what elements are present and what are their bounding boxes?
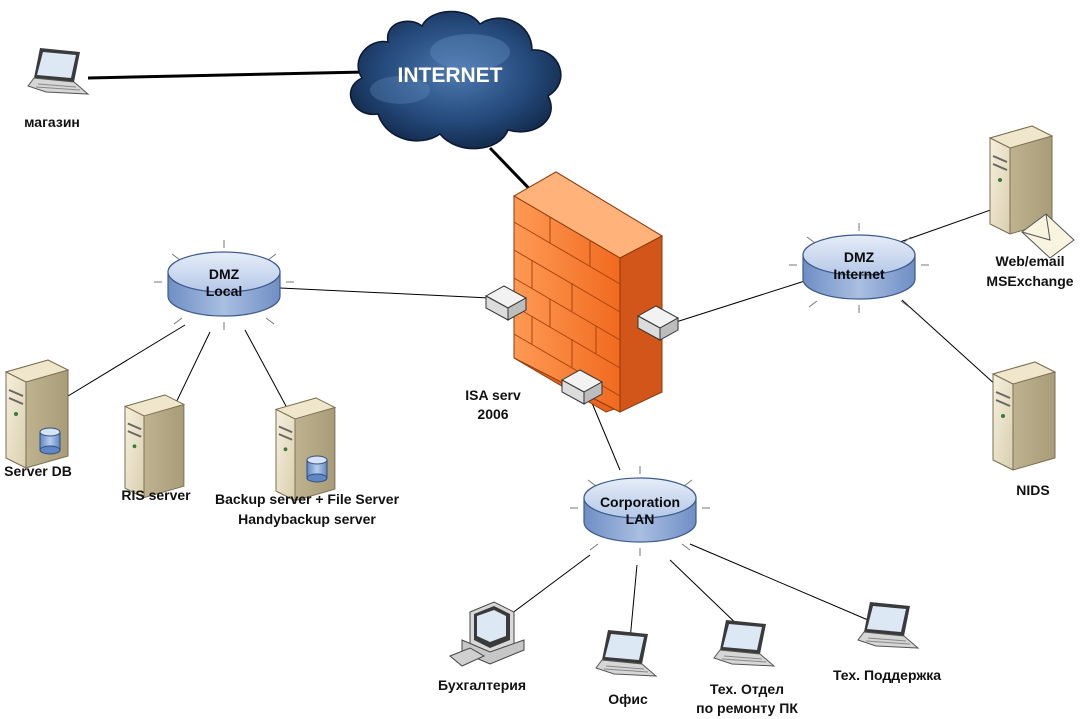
device-shop: магазин [24,47,89,130]
hub-label-line2: Internet [833,266,885,282]
links [44,70,1031,641]
internet-cloud: INTERNET [349,10,562,150]
firewall-port-right [636,305,680,341]
device-label: NIDS [1016,482,1049,498]
device-label: Тех. Поддержка [833,667,941,683]
hub-label-line2: Local [206,283,243,299]
firewall-label-line2: 2006 [477,406,508,422]
hub-label-line2: LAN [626,511,655,527]
device-label-line2: по ремонту ПК [696,700,798,716]
link-corplan-techdept [669,559,746,633]
server-icon [124,394,185,499]
hub-label-line1: Corporation [600,494,680,510]
mail-server-icon [989,125,1075,259]
laptop-icon [27,47,89,95]
device-label-line1: Web/email [996,253,1065,269]
hub-icon [154,240,294,330]
database-server-icon [5,359,69,469]
link-corplan-accounting [502,554,591,621]
link-shop-internet [87,70,366,80]
laptop-icon [713,619,775,667]
link-corplan-support [689,543,869,621]
envelope-icon [1021,213,1075,259]
link-dmzlocal-firewall [279,287,491,299]
device-label: магазин [24,114,80,130]
link-firewall-corplan [591,402,621,471]
server-icon [992,361,1056,471]
database-server-icon [275,397,336,502]
firewall: ISA serv 2006 [465,171,680,422]
internet-label: INTERNET [398,64,503,87]
device-tech-support: Тех. Поддержка [833,601,941,683]
device-label: Server DB [4,463,72,479]
device-label-line2: MSExchange [986,273,1073,289]
hub-icon [570,466,710,556]
link-firewall-dmzinternet [675,279,809,323]
device-label: Бухгалтерия [438,677,526,693]
hub-label-line1: DMZ [209,266,240,282]
device-nids: NIDS [992,361,1056,498]
hub-corp-lan: Corporation LAN [570,466,710,556]
device-label: Офис [608,691,648,707]
cloud-icon [349,10,562,150]
firewall-port-bottom [560,369,604,405]
firewall-label-line1: ISA serv [465,387,521,403]
link-corplan-office [629,564,638,641]
device-accounting: Бухгалтерия [438,601,526,693]
hub-dmz-internet: DMZ Internet [789,223,929,313]
device-office: Офис [595,629,657,707]
laptop-icon [595,629,657,677]
device-tech-dept: Тех. Отдел по ремонту ПК [696,619,798,716]
device-label: RIS server [121,487,191,503]
device-ris-server: RIS server [121,394,191,503]
hub-icon [789,223,929,313]
device-server-db: Server DB [4,359,72,479]
firewall-port-left [484,285,528,321]
desktop-pc-icon [449,601,525,667]
device-label-line1: Backup server + File Server [215,491,400,507]
laptop-icon [857,601,919,649]
hub-dmz-local: DMZ Local [154,240,294,330]
device-label-line2: Handybackup server [238,511,376,527]
device-web-email: Web/email MSExchange [986,125,1075,289]
device-label-line1: Тех. Отдел [710,681,784,697]
device-backup-server: Backup server + File Server Handybackup … [215,397,400,527]
hub-label-line1: DMZ [844,249,875,265]
